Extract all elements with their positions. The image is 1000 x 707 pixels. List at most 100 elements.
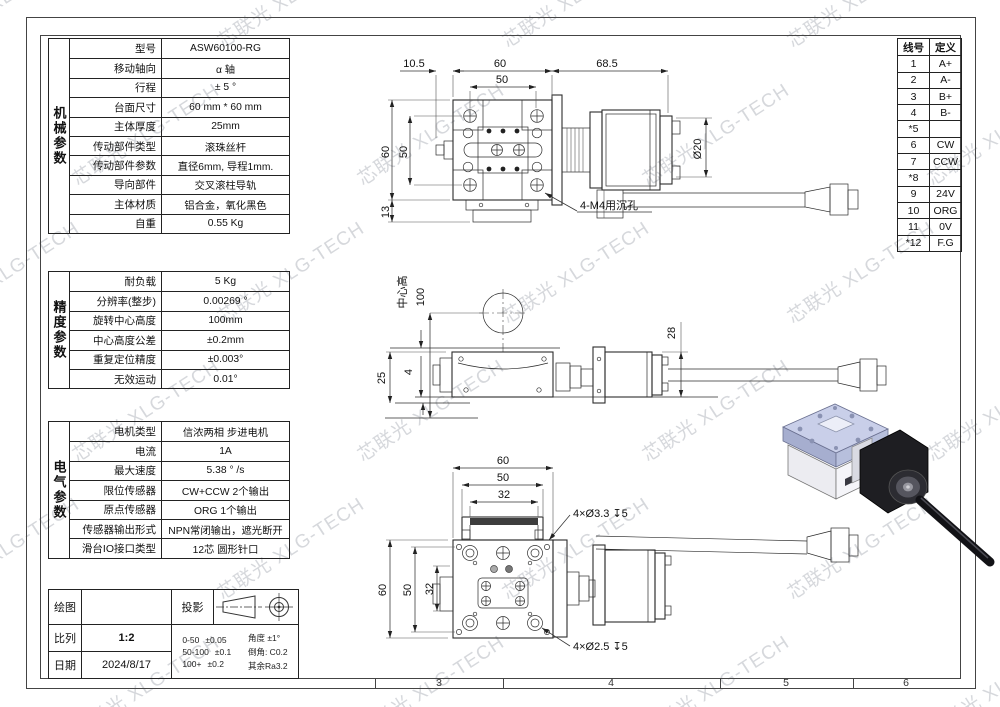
- spec-label: 重复定位精度: [69, 349, 161, 369]
- dim-60-top: 60: [494, 58, 506, 70]
- spec-label: 旋转中心高度: [69, 310, 161, 331]
- tolerance-list: 0-50±0.05 50-100±0.1 100+±0.2: [182, 634, 232, 669]
- wire-def: A-: [929, 71, 961, 88]
- wire-definition-table: 线号 定义 1 A+ 2 A- 3 B+ 4 B- *5 6 CW 7 CCW …: [897, 38, 962, 252]
- projection-label: 投影: [171, 590, 213, 624]
- wire-def: 24V: [929, 185, 961, 202]
- general-notes: 角度 ±1° 倒角: C0.2 其余Ra3.2: [247, 632, 288, 671]
- drawing-border-inner: [40, 35, 961, 679]
- spec-value: 60 mm * 60 mm: [161, 97, 289, 117]
- dim-60-left: 60: [380, 146, 392, 158]
- spec-label: 主体材质: [69, 194, 161, 214]
- spec-label: 台面尺寸: [69, 97, 161, 117]
- spec-label: 最大速度: [69, 460, 161, 481]
- spec-value: 0.00269 °: [161, 291, 289, 311]
- spec-value: 0.55 Kg: [161, 213, 289, 233]
- wire-def: [929, 169, 961, 186]
- spec-label: 传感器输出形式: [69, 518, 161, 539]
- spec-value: ±0.003°: [161, 349, 289, 369]
- isometric-view: [782, 403, 995, 567]
- draw-label: 绘图: [54, 602, 76, 614]
- front-view: 中心高 100 25 4 28: [376, 276, 887, 419]
- dim-50-bottom-left: 50: [402, 584, 414, 596]
- spec-label: 滑台IO接口类型: [69, 538, 161, 558]
- spec-label: 耐负载: [69, 272, 161, 292]
- dim-50-bottom-top: 50: [497, 472, 509, 484]
- wire-num: *12: [898, 234, 929, 251]
- spec-value: ±0.2mm: [161, 330, 289, 350]
- spec-label: 行程: [69, 77, 161, 98]
- scale-label: 比列: [49, 624, 81, 651]
- spec-value: ± 5 °: [161, 77, 289, 98]
- center-height-label: 中心高: [395, 276, 409, 309]
- spec-label: 电机类型: [69, 422, 161, 442]
- zone-number: 6: [903, 677, 909, 689]
- date-label: 日期: [49, 651, 81, 678]
- category-label: 精度参数: [51, 300, 67, 361]
- dim-68-5: 68.5: [596, 58, 617, 70]
- spec-value: NPN常闭输出，遮光断开: [161, 518, 289, 539]
- dim-32-bottom-top: 32: [498, 489, 510, 501]
- spec-value: 5 Kg: [161, 272, 289, 292]
- bottom-view: 60 50 32 60 50 32 4×Ø3.3 ↧5 4×Ø2.5 ↧5: [377, 455, 859, 653]
- category-label: 电气参数: [51, 459, 67, 520]
- spec-value: CW+CCW 2个输出: [161, 480, 289, 500]
- wire-num: 2: [898, 71, 929, 88]
- dim-dia-20: Ø20: [692, 139, 704, 160]
- wire-def: CCW: [929, 153, 961, 170]
- zone-divider: [503, 678, 504, 688]
- spec-value: 交叉滚柱导轨: [161, 174, 289, 195]
- spec-label: 无效运动: [69, 368, 161, 389]
- spec-label: 型号: [69, 39, 161, 59]
- spec-value: 铝合金，氧化黑色: [161, 194, 289, 214]
- spec-value: 信浓两相 步进电机: [161, 422, 289, 442]
- dim-32-bottom-left: 32: [424, 583, 436, 595]
- precision-spec-table: 精度参数 耐负载 5 Kg 分辨率(整步) 0.00269 ° 旋转中心高度 1…: [48, 271, 290, 390]
- zone-number: 5: [783, 677, 789, 689]
- spec-value: ORG 1个输出: [161, 499, 289, 519]
- spec-value: α 轴: [161, 58, 289, 78]
- mechanical-spec-table: 机械参数 型号 ASW60100-RG 移动轴向 α 轴 行程 ± 5 ° 台面…: [48, 38, 290, 234]
- dim-10-5: 10.5: [403, 58, 424, 70]
- wire-num: 10: [898, 201, 929, 218]
- wire-num: 7: [898, 153, 929, 169]
- spec-value: 5.38 ° /s: [161, 460, 289, 481]
- wire-num: 11: [898, 218, 929, 234]
- draw-value: [81, 590, 171, 624]
- title-block: 绘图 投影 比列 1:2 0-50±0.05 50-100±0.1 100+±0…: [48, 589, 299, 679]
- zone-divider: [375, 678, 376, 688]
- spec-value: 0.01°: [161, 368, 289, 389]
- spec-label: 导向部件: [69, 174, 161, 195]
- zone-divider: [853, 678, 854, 688]
- top-view: 10.5 60 68.5 50 60 50 13 Ø20 4-M4用沉孔: [380, 58, 859, 223]
- wire-def: CW: [929, 136, 961, 154]
- zone-divider: [720, 678, 721, 688]
- dim-28: 28: [666, 327, 678, 339]
- wire-num: 6: [898, 136, 929, 153]
- wire-def: B-: [929, 104, 961, 121]
- wire-num: 4: [898, 104, 929, 120]
- wire-def: 0V: [929, 218, 961, 235]
- dim-25: 25: [376, 372, 388, 384]
- wire-def: [929, 120, 961, 137]
- wire-def: F.G: [929, 234, 961, 251]
- spec-label: 分辨率(整步): [69, 291, 161, 311]
- spec-label: 中心高度公差: [69, 330, 161, 350]
- electrical-spec-table: 电气参数 电机类型 信浓两相 步进电机 电流 1A 最大速度 5.38 ° /s…: [48, 421, 290, 559]
- spec-value: 1A: [161, 441, 289, 461]
- wire-col-header: 定义: [929, 39, 961, 56]
- spec-value: 25mm: [161, 116, 289, 136]
- spec-value: 100mm: [161, 310, 289, 331]
- spec-label: 自重: [69, 213, 161, 233]
- spec-label: 传动部件类型: [69, 135, 161, 156]
- dim-13: 13: [380, 206, 392, 218]
- wire-col-header: 线号: [903, 41, 924, 54]
- wire-num: 9: [898, 185, 929, 202]
- spec-label: 主体厚度: [69, 116, 161, 136]
- spec-value: 12芯 圆形针口: [161, 538, 289, 558]
- spec-value: ASW60100-RG: [161, 39, 289, 59]
- spec-label: 传动部件参数: [69, 155, 161, 175]
- counterbore-note: 4-M4用沉孔: [580, 199, 638, 212]
- projection-symbol-cell: [213, 590, 298, 624]
